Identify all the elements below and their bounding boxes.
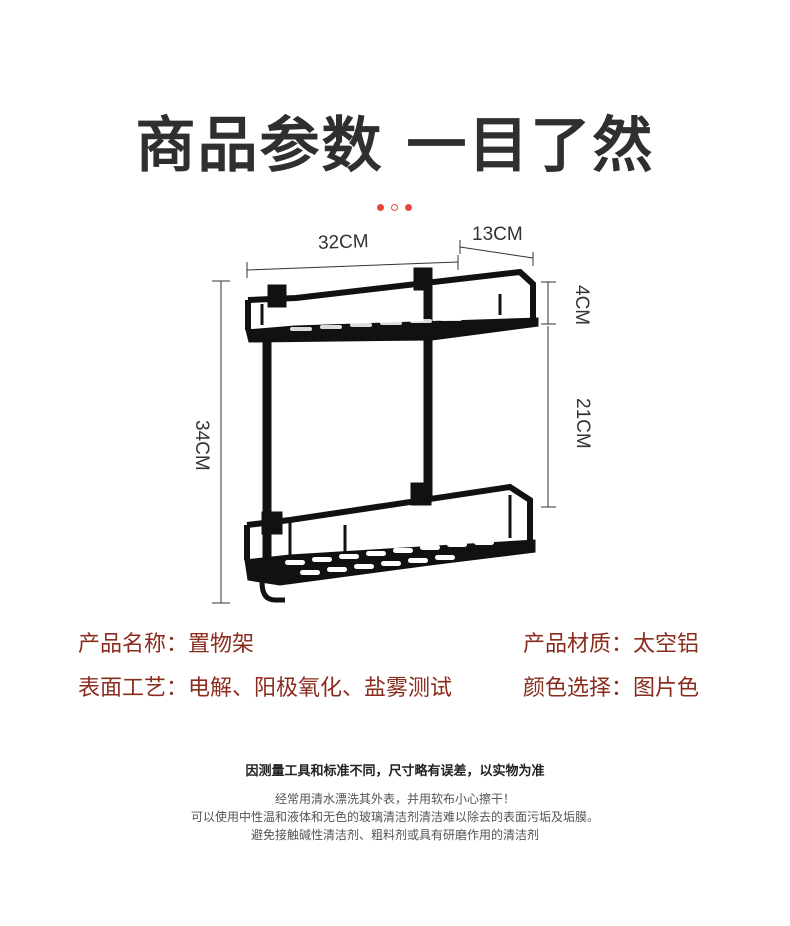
spec-color: 颜色选择：图片色 bbox=[523, 676, 700, 701]
lower-perforations bbox=[285, 540, 494, 575]
care-note-1: 经常用清水漂洗其外表，并用软布小心擦干！ bbox=[274, 792, 515, 806]
shelf-illustration bbox=[212, 240, 556, 604]
page-title: 商品参数 一目了然 bbox=[135, 111, 655, 181]
rail-height-label: 4CM bbox=[571, 285, 592, 326]
measurement-note: 因测量工具和标准不同，尺寸略有误差，以实物为准 bbox=[245, 764, 545, 779]
shelf-body bbox=[244, 267, 539, 603]
depth-label: 13CM bbox=[472, 224, 523, 245]
care-note-3: 避免接触碱性清洁剂、粗料剂或具有研磨作用的清洁剂 bbox=[250, 828, 539, 842]
care-note-2: 可以使用中性温和液体和无色的玻璃清洁剂清洁难以除去的表面污垢及垢膜。 bbox=[190, 810, 599, 824]
dot-icon bbox=[377, 204, 384, 211]
shelf-gap-label: 21CM bbox=[572, 398, 593, 449]
spec-name: 产品名称：置物架 bbox=[78, 632, 255, 657]
decorative-dots bbox=[377, 204, 417, 214]
dot-outline-icon bbox=[391, 204, 398, 211]
spec-material: 产品材质：太空铝 bbox=[523, 632, 700, 657]
dimension-lines bbox=[212, 240, 556, 604]
upper-perforations bbox=[290, 315, 492, 331]
width-label: 32CM bbox=[317, 231, 370, 254]
product-figure: 32CM 13CM 4CM 21CM 34CM bbox=[191, 224, 593, 604]
total-height-label: 34CM bbox=[191, 420, 212, 471]
dot-icon bbox=[405, 204, 412, 211]
spec-process: 表面工艺：电解、阳极氧化、盐雾测试 bbox=[78, 676, 453, 701]
